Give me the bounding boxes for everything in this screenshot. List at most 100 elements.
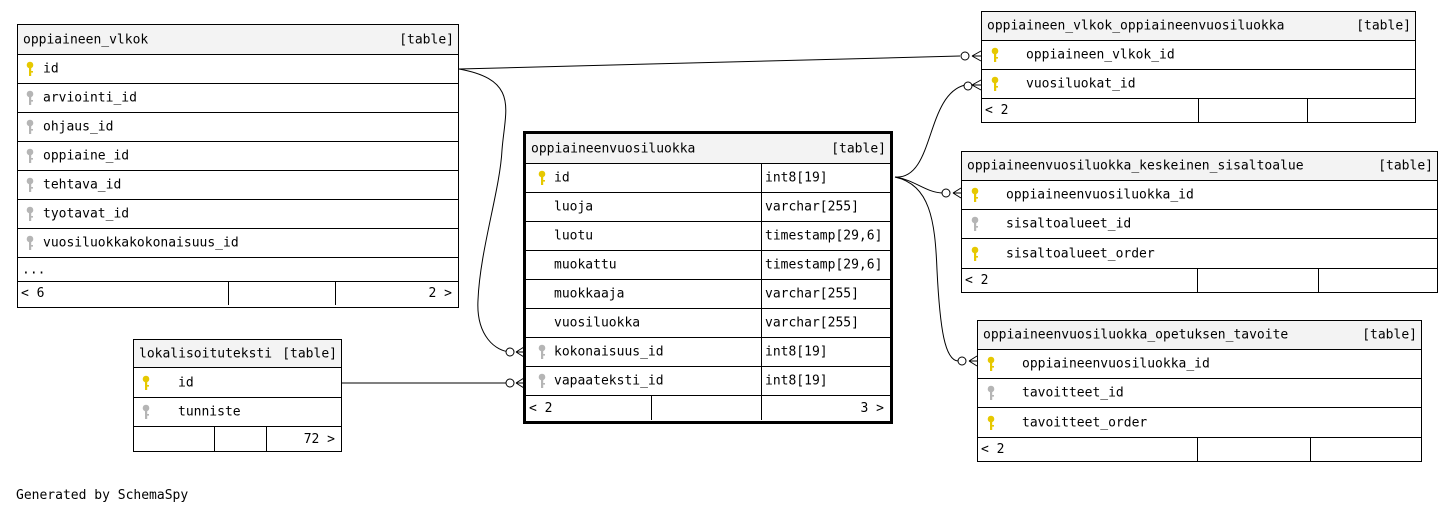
- footer-children[interactable]: 72 >: [266, 427, 341, 451]
- zero-marker-kokonaisuus: [505, 347, 515, 357]
- footer-children: [1310, 438, 1421, 461]
- ellipsis-text: ...: [22, 262, 46, 277]
- footer-middle: [1197, 269, 1318, 292]
- column-row: muokattu timestamp[29,6]: [526, 251, 890, 280]
- foreign-key-icon: [986, 385, 996, 401]
- column-row: tavoitteet_order: [978, 408, 1421, 438]
- column-row: luoja varchar[255]: [526, 193, 890, 222]
- column-type: timestamp[29,6]: [765, 257, 883, 273]
- footer-parents[interactable]: < 2: [529, 400, 553, 416]
- table-oppiaineenvuosiluokka-keskeinen-sisaltoalue[interactable]: oppiaineenvuosiluokka_keskeinen_sisaltoa…: [961, 151, 1438, 293]
- column-row: sisaltoalueet_order: [962, 239, 1437, 269]
- table-footer: < 2 3 >: [526, 396, 890, 420]
- primary-key-icon: [970, 187, 980, 203]
- column-type: timestamp[29,6]: [765, 228, 883, 244]
- table-header: oppiaineen_vlkok_oppiaineenvuosiluokka […: [982, 12, 1415, 41]
- table-header: oppiaineenvuosiluokka_opetuksen_tavoite …: [978, 321, 1421, 350]
- footer-middle: [214, 427, 266, 451]
- column-row: vuosiluokka varchar[255]: [526, 309, 890, 338]
- column-row: luotu timestamp[29,6]: [526, 222, 890, 251]
- column-name: oppiaine_id: [43, 148, 130, 164]
- column-row: kokonaisuus_id int8[19]: [526, 338, 890, 367]
- column-name: vuosiluokat_id: [1026, 76, 1136, 92]
- table-header: oppiaineen_vlkok [table]: [18, 25, 458, 55]
- foreign-key-icon: [25, 119, 35, 135]
- column-name: tyotavat_id: [43, 206, 130, 222]
- table-name: oppiaineenvuosiluokka_keskeinen_sisaltoa…: [967, 158, 1304, 174]
- footer-middle: [651, 396, 761, 420]
- column-row: oppiaineenvuosiluokka_id: [978, 350, 1421, 379]
- crowfoot-link-2: [971, 79, 982, 91]
- column-row: muokkaaja varchar[255]: [526, 280, 890, 309]
- table-lokalisoituteksti[interactable]: lokalisoituteksti [table] id tunniste 72…: [133, 339, 342, 452]
- column-row: oppiaineen_vlkok_id: [982, 41, 1415, 70]
- column-row: ohjaus_id: [18, 113, 458, 142]
- table-name: oppiaineenvuosiluokka_opetuksen_tavoite: [983, 327, 1289, 343]
- column-row: tehtava_id: [18, 171, 458, 200]
- column-row: vuosiluokkakokonaisuus_id: [18, 229, 458, 258]
- column-name: muokattu: [554, 257, 617, 273]
- footer-parents[interactable]: < 2: [965, 273, 989, 288]
- table-name: lokalisoituteksti: [139, 346, 273, 361]
- footer-parents[interactable]: < 6: [21, 286, 45, 301]
- zero-marker-opetuksen: [957, 356, 967, 366]
- column-name: tavoitteet_id: [1022, 385, 1124, 401]
- foreign-key-icon: [25, 177, 35, 193]
- column-name: oppiaineenvuosiluokka_id: [1006, 187, 1194, 203]
- column-row: oppiaine_id: [18, 142, 458, 171]
- footer-parents[interactable]: < 2: [981, 442, 1005, 457]
- crowfoot-link-1: [971, 50, 982, 62]
- foreign-key-icon: [970, 216, 980, 232]
- column-name: oppiaineen_vlkok_id: [1026, 47, 1175, 63]
- primary-key-icon: [537, 170, 547, 186]
- footer-children: [1318, 269, 1437, 292]
- table-oppiaineen-vlkok[interactable]: oppiaineen_vlkok [table] id arviointi_id…: [17, 24, 459, 308]
- table-tag: [table]: [831, 141, 886, 156]
- footer-children[interactable]: 3 >: [761, 396, 890, 420]
- table-tag: [table]: [1356, 18, 1411, 34]
- foreign-key-icon: [537, 344, 547, 360]
- table-oppiaineen-vlkok-oppiaineenvuosiluokka[interactable]: oppiaineen_vlkok_oppiaineenvuosiluokka […: [981, 11, 1416, 123]
- column-name: id: [178, 375, 194, 390]
- column-row: sisaltoalueet_id: [962, 210, 1437, 239]
- column-name: muokkaaja: [554, 286, 625, 302]
- crowfoot-opetuksen: [968, 355, 978, 367]
- column-name: id: [43, 61, 59, 77]
- column-name: luotu: [554, 228, 594, 244]
- column-name: luoja: [554, 199, 594, 215]
- table-oppiaineenvuosiluokka-opetuksen-tavoite[interactable]: oppiaineenvuosiluokka_opetuksen_tavoite …: [977, 320, 1422, 462]
- foreign-key-icon: [25, 235, 35, 251]
- table-header: oppiaineenvuosiluokka [table]: [526, 134, 890, 164]
- edge-main-to-opetuksen: [894, 176, 959, 362]
- column-name: oppiaineenvuosiluokka_id: [1022, 356, 1210, 372]
- footer-middle: [228, 282, 335, 305]
- foreign-key-icon: [141, 404, 151, 420]
- column-row: tavoitteet_id: [978, 379, 1421, 408]
- column-name: vuosiluokkakokonaisuus_id: [43, 235, 239, 251]
- table-tag: [table]: [1378, 158, 1433, 174]
- table-oppiaineenvuosiluokka[interactable]: oppiaineenvuosiluokka [table] id int8[19…: [523, 131, 893, 424]
- column-name: id: [554, 170, 570, 186]
- generated-by-footer: Generated by SchemaSpy: [16, 488, 189, 503]
- zero-marker-link-1: [960, 51, 970, 61]
- column-row: vapaateksti_id int8[19]: [526, 367, 890, 396]
- foreign-key-icon: [537, 373, 547, 389]
- column-row: id int8[19]: [526, 164, 890, 193]
- crowfoot-vapaateksti: [515, 377, 525, 389]
- column-name: tavoitteet_order: [1022, 415, 1148, 430]
- table-name: oppiaineenvuosiluokka: [531, 141, 696, 156]
- column-row: tyotavat_id: [18, 200, 458, 229]
- footer-children[interactable]: 2 >: [335, 282, 458, 305]
- edge-main-to-link: [894, 84, 966, 178]
- table-header: oppiaineenvuosiluokka_keskeinen_sisaltoa…: [962, 152, 1437, 181]
- primary-key-icon: [990, 47, 1000, 63]
- primary-key-icon: [986, 356, 996, 372]
- column-row: oppiaineenvuosiluokka_id: [962, 181, 1437, 210]
- foreign-key-icon: [25, 206, 35, 222]
- column-type: int8[19]: [765, 344, 828, 360]
- edge-vlkok-to-link: [458, 55, 961, 70]
- crowfoot-kokonaisuus: [515, 346, 525, 358]
- ellipsis-row: ...: [18, 258, 458, 282]
- footer-parents[interactable]: < 2: [985, 103, 1009, 118]
- footer-middle: [1197, 438, 1310, 461]
